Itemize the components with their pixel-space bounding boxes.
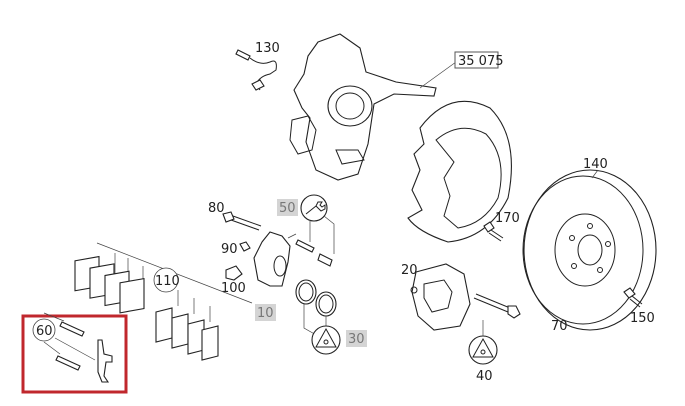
label-10: 10 [257,306,274,321]
part-100-cap[interactable]: 100 [221,265,246,296]
part-110-brake-pads[interactable]: 110 [74,242,253,361]
part-80-bolt[interactable]: 80 [208,201,262,231]
part-30-seal-kit[interactable]: 30 [295,279,367,355]
label-20: 20 [401,263,418,278]
reference-35075[interactable]: 35 075 [454,51,504,69]
label-90: 90 [221,242,238,257]
label-150: 150 [630,311,655,326]
label-35075: 35 075 [458,54,504,69]
part-10-caliper-housing[interactable]: 10 [253,231,297,321]
label-50: 50 [279,201,296,216]
part-130-wear-sensor[interactable]: 130 [235,41,280,91]
part-50-guide-pins[interactable]: 50 [277,194,335,267]
part-60-pin-kit[interactable]: 60 [21,312,128,394]
part-150-bolt[interactable]: 150 [623,287,655,326]
label-130: 130 [255,41,280,56]
dust-shield[interactable] [407,100,512,243]
label-70: 70 [551,319,568,334]
part-70-bolt[interactable]: 70 [473,293,568,334]
part-20-caliper[interactable]: 20 [401,263,471,331]
label-170: 170 [495,211,520,226]
label-100: 100 [221,281,246,296]
label-140: 140 [583,157,608,172]
label-110: 110 [155,274,180,289]
label-40: 40 [476,369,493,384]
part-170-bolt[interactable]: 170 [483,211,520,242]
label-60: 60 [36,324,53,339]
label-80: 80 [208,201,225,216]
part-90-bleeder[interactable]: 90 [221,241,251,257]
part-140-brake-disc[interactable]: 140 [522,157,657,331]
wrench-icon [305,201,326,215]
highlight-box [21,314,128,394]
steering-knuckle[interactable] [289,33,457,181]
label-30: 30 [348,332,365,347]
part-40-repair-kit[interactable]: 40 [468,320,498,384]
